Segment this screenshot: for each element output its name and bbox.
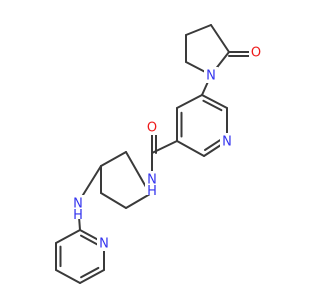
label-background [249,44,263,60]
double-bond-line [203,138,223,151]
label-background [204,67,218,83]
amide-oxygen-label: O [145,119,159,136]
atom-symbol: N [222,135,232,150]
bond [100,192,127,209]
label-background [97,235,111,251]
bond [176,140,205,157]
lower-pyridine-nitrogen-label: N [97,235,111,252]
pyridine-nitrogen-label: N [220,133,234,150]
label-background [145,119,159,135]
bond [125,193,151,209]
amine-nh-label: NH [71,195,85,223]
label-background [220,133,234,149]
double-bond-line [80,234,100,247]
hydrogen-symbol: H [147,184,157,199]
atom-symbol: N [206,69,216,84]
hydrogen-symbol: H [73,208,83,223]
pyrrolidinone-oxygen-label: O [249,44,263,61]
double-bond-line [80,266,100,279]
label-background [71,195,85,219]
bond [201,94,228,109]
bond [55,269,81,284]
bond-layer [55,24,257,284]
bond [185,24,212,36]
bond [79,269,105,284]
bond [176,94,203,109]
bond [210,24,230,53]
bond [100,151,127,167]
atom-symbol: N [73,197,83,212]
amide-nh-label: NH [145,171,159,199]
atom-symbol: N [147,173,157,188]
bond [55,229,81,244]
double-bond-line [202,99,223,112]
atom-symbol: O [147,121,157,136]
label-background [145,171,159,195]
pyrrolidinone-nitrogen-label: N [204,67,218,84]
atom-symbol: N [99,237,109,252]
atom-symbol: O [251,46,261,61]
